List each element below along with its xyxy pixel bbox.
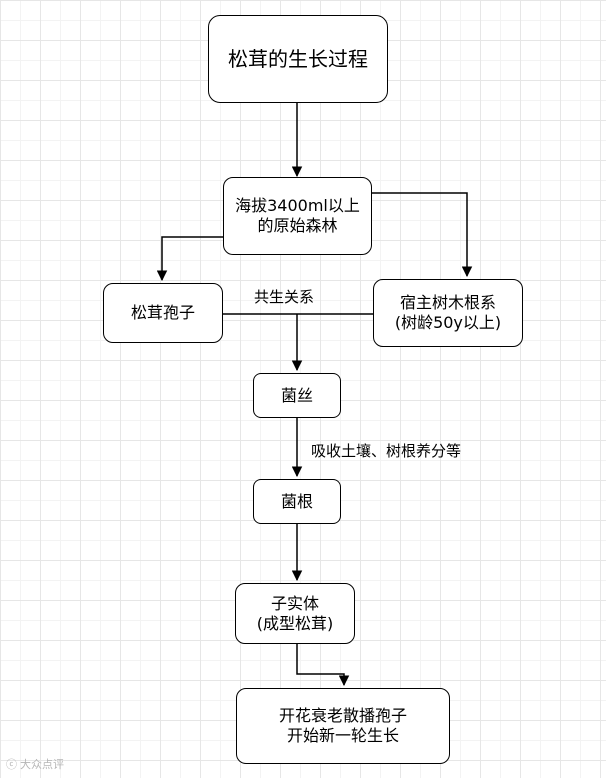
node-forest[interactable]: 海拔3400ml以上 的原始森林 (223, 177, 372, 255)
watermark-logo-icon: ⓒ (6, 758, 17, 771)
edge-fruit-to-end (296, 644, 350, 687)
node-forest-line2: 的原始森林 (257, 216, 338, 235)
node-mycorrhiza-text: 菌根 (280, 491, 313, 511)
edge-forest-to-host (372, 192, 473, 278)
edge-label-absorb: 吸收土壤、树根养分等 (311, 442, 462, 460)
node-mycelium-text: 菌丝 (280, 385, 313, 405)
node-fruit[interactable]: 子实体 (成型松茸) (235, 583, 355, 644)
node-host-line2: (树龄50y以上) (394, 313, 502, 332)
node-title[interactable]: 松茸的生长过程 (208, 15, 388, 103)
node-spore-text: 松茸孢子 (130, 303, 195, 322)
edge-label-symbiosis: 共生关系 (254, 288, 315, 306)
node-host[interactable]: 宿主树木根系 (树龄50y以上) (373, 279, 523, 347)
node-mycelium[interactable]: 菌丝 (253, 373, 341, 418)
edge-forest-to-spore (156, 236, 223, 282)
node-end-line1: 开花衰老散播孢子 (278, 706, 407, 725)
node-fruit-line2: (成型松茸) (256, 613, 334, 633)
watermark-text: 大众点评 (20, 758, 64, 771)
node-spore[interactable]: 松茸孢子 (103, 283, 223, 343)
node-fruit-line1: 子实体 (270, 593, 319, 613)
node-title-text: 松茸的生长过程 (228, 46, 368, 71)
node-mycorrhiza[interactable]: 菌根 (253, 479, 341, 524)
watermark: ⓒ 大众点评 (6, 756, 64, 772)
node-end-line2: 开始新一轮生长 (286, 726, 399, 745)
node-host-line1: 宿主树木根系 (399, 293, 496, 312)
node-forest-line1: 海拔3400ml以上 (235, 196, 360, 215)
node-end[interactable]: 开花衰老散播孢子 开始新一轮生长 (236, 688, 450, 764)
